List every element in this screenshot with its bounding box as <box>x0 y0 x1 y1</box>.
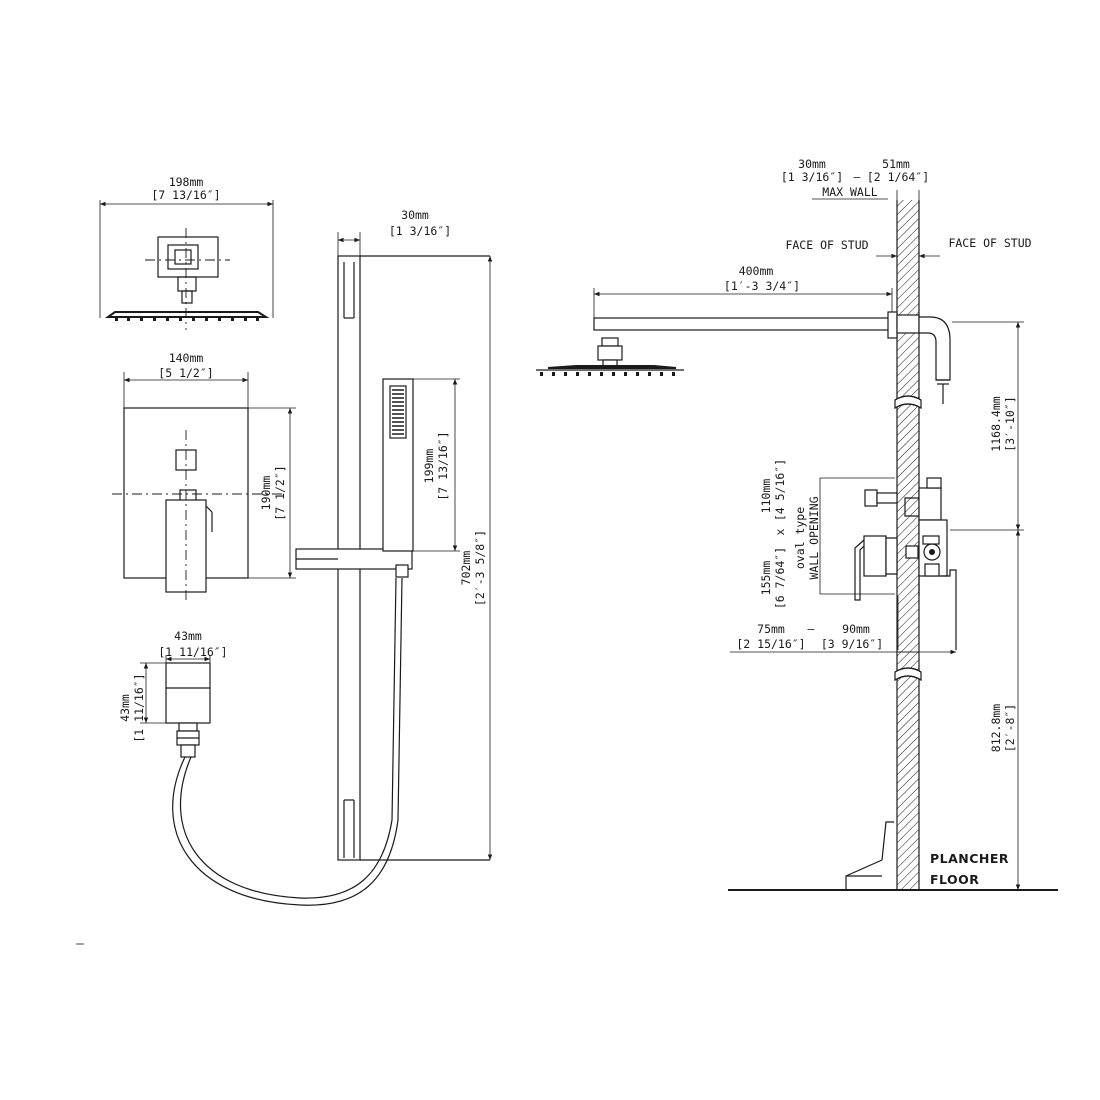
oval-type-label: oval type <box>793 507 807 569</box>
arm-length-imperial: [1′-3 3/4″] <box>724 279 800 293</box>
wall-thickness-dimension <box>812 190 940 259</box>
head-width-metric: 198mm <box>169 175 204 189</box>
floor-label-en: FLOOR <box>930 872 979 887</box>
bar-depth-imperial: [1 3/16″] <box>389 224 451 238</box>
slide-bar <box>295 232 493 861</box>
shower-arm-side <box>536 288 951 404</box>
wall-range-min-metric: 30mm <box>798 157 826 171</box>
outlet-height-imperial: [1 11/16″] <box>132 673 146 742</box>
wall-range-max-imperial: [2 1/64″] <box>867 170 929 184</box>
wall-range-max-metric: 51mm <box>882 157 910 171</box>
height-dimensions <box>950 321 1024 890</box>
valve-to-floor-metric: 812.8mm <box>989 704 1003 753</box>
handshower-length-imperial: [7 13/16″] <box>436 431 450 500</box>
opening-width-metric: 155mm <box>759 561 773 596</box>
head-width-imperial: [7 13/16″] <box>151 188 220 202</box>
valve-depth-min-metric: 75mm <box>757 622 785 636</box>
wall-range-dash: — <box>854 170 861 184</box>
arm-length-metric: 400mm <box>739 264 774 278</box>
handshower <box>382 378 460 552</box>
opening-height-imperial: [4 5/16″] <box>773 459 787 521</box>
shower-head-front-view <box>99 200 274 330</box>
plate-width-metric: 140mm <box>169 351 204 365</box>
max-wall-label: MAX WALL <box>822 185 877 199</box>
valve-to-arm-metric: 1168.4mm <box>989 396 1003 451</box>
bar-length-imperial: [2′-3 5/8″] <box>473 530 487 606</box>
outlet-height-metric: 43mm <box>118 694 132 722</box>
opening-width-imperial: [6 7/64″] <box>773 547 787 609</box>
valve-depth-max-metric: 90mm <box>842 622 870 636</box>
plate-height-imperial: [7 1/2″] <box>273 465 287 520</box>
valve-to-arm-imperial: [3′-10″] <box>1003 396 1017 451</box>
face-of-stud-right: FACE OF STUD <box>948 236 1031 250</box>
outlet-width-metric: 43mm <box>174 629 202 643</box>
floor-label-fr: PLANCHER <box>930 851 1009 866</box>
wall-outlet <box>140 655 211 758</box>
face-of-stud-left: FACE OF STUD <box>785 238 868 252</box>
mixing-valve-side <box>819 477 957 650</box>
opening-height-metric: 110mm <box>759 479 773 514</box>
outlet-width-imperial: [1 11/16″] <box>158 645 227 659</box>
handshower-length-metric: 199mm <box>422 449 436 484</box>
wall-range-min-imperial: [1 3/16″] <box>781 170 843 184</box>
plate-width-imperial: [5 1/2″] <box>158 366 213 380</box>
valve-to-floor-imperial: [2′-8″] <box>1003 704 1017 752</box>
wall-opening-label: WALL OPENING <box>807 496 821 579</box>
plate-height-metric: 190mm <box>259 476 273 511</box>
valve-depth-max-imperial: [3 9/16″] <box>821 637 883 651</box>
bar-length-metric: 702mm <box>459 551 473 586</box>
bar-depth-metric: 30mm <box>401 208 429 222</box>
opening-times-sign: x <box>773 528 787 535</box>
shower-hose <box>172 577 403 906</box>
valve-trim-plate <box>112 372 296 600</box>
valve-depth-min-imperial: [2 15/16″] <box>736 637 805 651</box>
valve-depth-range-dash: — <box>808 622 815 636</box>
